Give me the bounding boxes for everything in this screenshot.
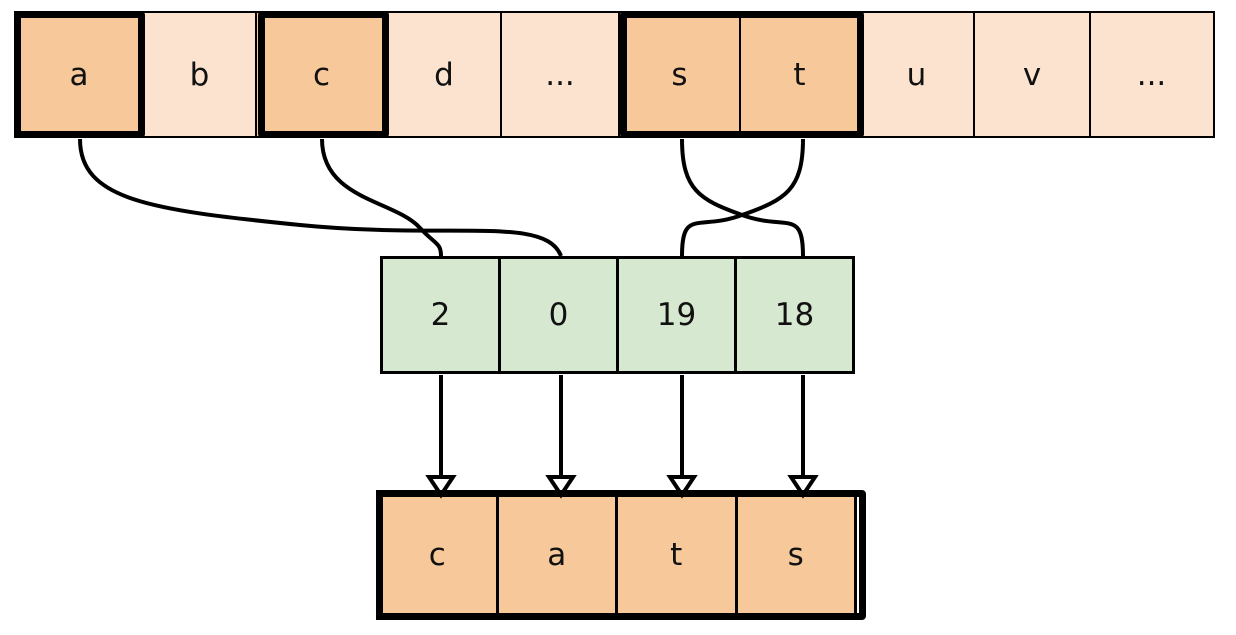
connector-a-to-0 <box>78 138 563 257</box>
result-cell-2[interactable]: t <box>615 490 738 620</box>
alphabet-cell-d[interactable]: d <box>385 11 503 138</box>
connector-t-to-19 <box>680 138 805 257</box>
index-cell-1[interactable]: 0 <box>498 256 619 374</box>
alphabet-cell-a[interactable]: a <box>14 11 144 138</box>
result-strip: c a t s <box>376 490 866 620</box>
result-cell-0[interactable]: c <box>376 490 499 620</box>
alphabet-cell-ellipsis-1[interactable]: ... <box>500 11 620 138</box>
alphabet-cell-ellipsis-2[interactable]: ... <box>1088 11 1215 138</box>
alphabet-cell-t[interactable]: t <box>739 11 860 138</box>
alphabet-cell-u[interactable]: u <box>857 11 976 138</box>
index-cell-2[interactable]: 19 <box>616 256 737 374</box>
index-cell-0[interactable]: 2 <box>380 256 501 374</box>
arrow-index-0-to-result-0 <box>425 375 457 499</box>
alphabet-strip: a b c d ... s t u v ... <box>14 11 1224 138</box>
arrow-index-1-to-result-1 <box>545 375 577 499</box>
result-cell-3[interactable]: s <box>734 490 857 620</box>
result-cell-1[interactable]: a <box>495 490 618 620</box>
alphabet-cell-b[interactable]: b <box>141 11 258 138</box>
connector-s-to-18 <box>680 138 805 257</box>
connector-c-to-2 <box>320 138 443 257</box>
alphabet-cell-c[interactable]: c <box>255 11 388 138</box>
alphabet-cell-s[interactable]: s <box>617 11 742 138</box>
index-strip: 2 0 19 18 <box>380 256 864 374</box>
index-cell-3[interactable]: 18 <box>734 256 855 374</box>
alphabet-cell-v[interactable]: v <box>973 11 1091 138</box>
arrow-index-2-to-result-2 <box>666 375 698 499</box>
arrow-index-3-to-result-3 <box>787 375 819 499</box>
